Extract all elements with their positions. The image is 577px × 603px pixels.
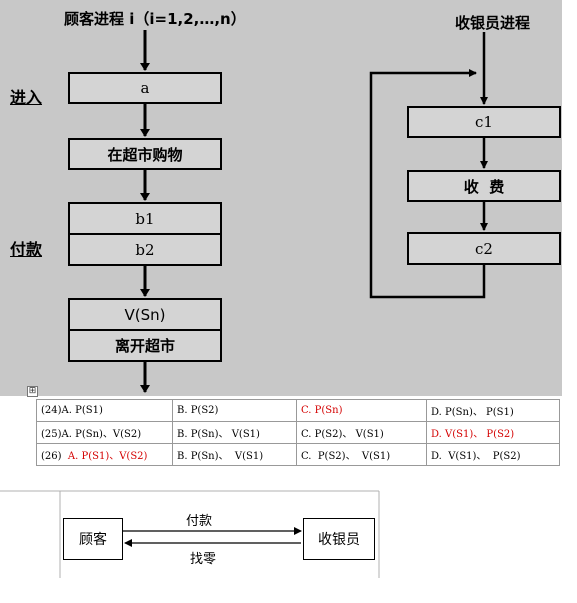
cashier-node: 收银员 [303,518,375,560]
box-shopping: 在超市购物 [68,138,222,170]
table-row: (24)A. P(S1) B. P(S2) C. P(Sn) D. P(Sn)、… [36,399,560,422]
pay-label: 付款 [10,240,43,259]
cashier-process-title: 收银员进程 [455,14,531,32]
option-24-b: B. P(S2) [172,399,297,422]
option-25-c: C. P(S2)、 V(S1) [296,421,427,444]
table-row: (25)A. P(Sn)、V(S2) B. P(Sn)、 V(S1) C. P(… [36,421,560,444]
option-26-c: C. P(S2)、 V(S1) [296,443,427,466]
box-leave: 离开超市 [68,329,222,362]
box-v-sn: V(Sn) [68,298,222,331]
box-a: a [68,72,222,104]
enter-label: 进入 [10,88,43,107]
option-25-a: (25)A. P(Sn)、V(S2) [36,421,173,444]
change-edge-label: 找零 [190,552,217,567]
customer-node: 顾客 [63,518,123,560]
box-b2: b2 [68,233,222,266]
option-24-d: D. P(Sn)、 P(S1) [426,399,560,422]
box-c2: c2 [407,232,561,265]
expand-icon[interactable]: ⊞ [27,386,38,397]
option-24-c: C. P(Sn) [296,399,427,422]
option-26-a: (26) A. P(S1)、V(S2) [36,443,173,466]
box-c1: c1 [407,106,561,138]
option-25-d: D. V(S1)、 P(S2) [426,421,560,444]
option-25-b: B. P(Sn)、 V(S1) [172,421,297,444]
option-26-b: B. P(Sn)、 V(S1) [172,443,297,466]
cashier-loop-line [369,69,486,299]
customer-process-title: 顾客进程 i（i=1,2,…,n） [64,10,246,28]
answer-options-table: (24)A. P(S1) B. P(S2) C. P(Sn) D. P(Sn)、… [36,399,560,466]
pay-edge-label: 付款 [186,514,213,529]
option-24-a: (24)A. P(S1) [36,399,173,422]
box-charge: 收 费 [407,170,561,202]
option-26-number: (26) [41,451,68,462]
option-26-d: D. V(S1)、 P(S2) [426,443,560,466]
table-row: (26) A. P(S1)、V(S2) B. P(Sn)、 V(S1) C. P… [36,443,560,466]
option-26-a-answer: A. P(S1)、V(S2) [67,451,148,462]
box-b1: b1 [68,202,222,235]
